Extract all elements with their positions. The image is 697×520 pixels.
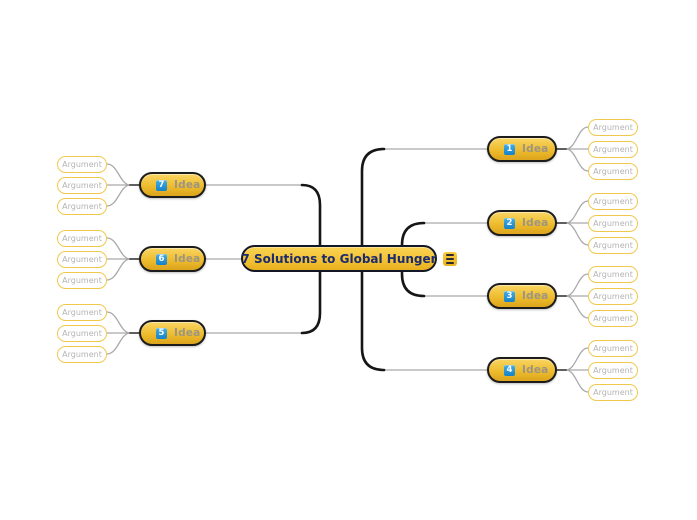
- idea-node-1[interactable]: 1 Idea: [487, 136, 557, 162]
- idea-label: Idea: [522, 290, 549, 302]
- idea-node-7[interactable]: 7 Idea: [139, 172, 206, 198]
- argument-node[interactable]: Argument: [588, 361, 638, 379]
- connector-line: [565, 369, 589, 393]
- connector-line: [106, 163, 131, 186]
- idea-label: Idea: [522, 364, 549, 376]
- argument-node[interactable]: Argument: [57, 155, 107, 173]
- root-node-label: 7 Solutions to Global Hunger: [241, 251, 437, 266]
- argument-node[interactable]: Argument: [57, 250, 107, 268]
- argument-node[interactable]: Argument: [588, 265, 638, 283]
- idea-number-badge: 3: [504, 290, 515, 302]
- connector-line: [106, 184, 131, 207]
- connector-line: [565, 148, 589, 172]
- argument-node[interactable]: Argument: [57, 271, 107, 289]
- connector-line: [565, 126, 589, 150]
- connector-line: [565, 347, 589, 371]
- connector-line: [565, 200, 589, 224]
- connector-line: [106, 237, 131, 260]
- connector-line: [106, 311, 131, 334]
- idea-label: Idea: [522, 217, 549, 229]
- idea-number-badge: 5: [156, 327, 167, 339]
- idea-number-badge: 6: [156, 253, 167, 265]
- idea-node-4[interactable]: 4 Idea: [487, 357, 557, 383]
- root-node[interactable]: 7 Solutions to Global Hunger: [241, 245, 437, 272]
- connector-line: [565, 222, 589, 246]
- idea-node-5[interactable]: 5 Idea: [139, 320, 206, 346]
- argument-node[interactable]: Argument: [588, 236, 638, 254]
- connector-line: [565, 295, 589, 319]
- argument-node[interactable]: Argument: [57, 303, 107, 321]
- argument-node[interactable]: Argument: [588, 287, 638, 305]
- connector-line: [106, 258, 131, 281]
- idea-number-badge: 7: [156, 179, 167, 191]
- idea-node-2[interactable]: 2 Idea: [487, 210, 557, 236]
- idea-number-badge: 4: [504, 364, 515, 376]
- argument-node[interactable]: Argument: [57, 229, 107, 247]
- argument-node[interactable]: Argument: [57, 176, 107, 194]
- argument-node[interactable]: Argument: [57, 324, 107, 342]
- argument-node[interactable]: Argument: [57, 345, 107, 363]
- connector-line: [106, 332, 131, 355]
- connector-line: [565, 273, 589, 297]
- argument-node[interactable]: Argument: [588, 214, 638, 232]
- idea-label: Idea: [522, 143, 549, 155]
- idea-node-6[interactable]: 6 Idea: [139, 246, 206, 272]
- argument-node[interactable]: Argument: [588, 309, 638, 327]
- hamburger-menu-icon[interactable]: [443, 252, 457, 266]
- idea-label: Idea: [174, 179, 201, 191]
- idea-label: Idea: [174, 327, 201, 339]
- idea-node-3[interactable]: 3 Idea: [487, 283, 557, 309]
- idea-number-badge: 1: [504, 143, 515, 155]
- argument-node[interactable]: Argument: [57, 197, 107, 215]
- argument-node[interactable]: Argument: [588, 118, 638, 136]
- idea-number-badge: 2: [504, 217, 515, 229]
- argument-node[interactable]: Argument: [588, 162, 638, 180]
- argument-node[interactable]: Argument: [588, 140, 638, 158]
- idea-label: Idea: [174, 253, 201, 265]
- argument-node[interactable]: Argument: [588, 383, 638, 401]
- argument-node[interactable]: Argument: [588, 192, 638, 210]
- argument-node[interactable]: Argument: [588, 339, 638, 357]
